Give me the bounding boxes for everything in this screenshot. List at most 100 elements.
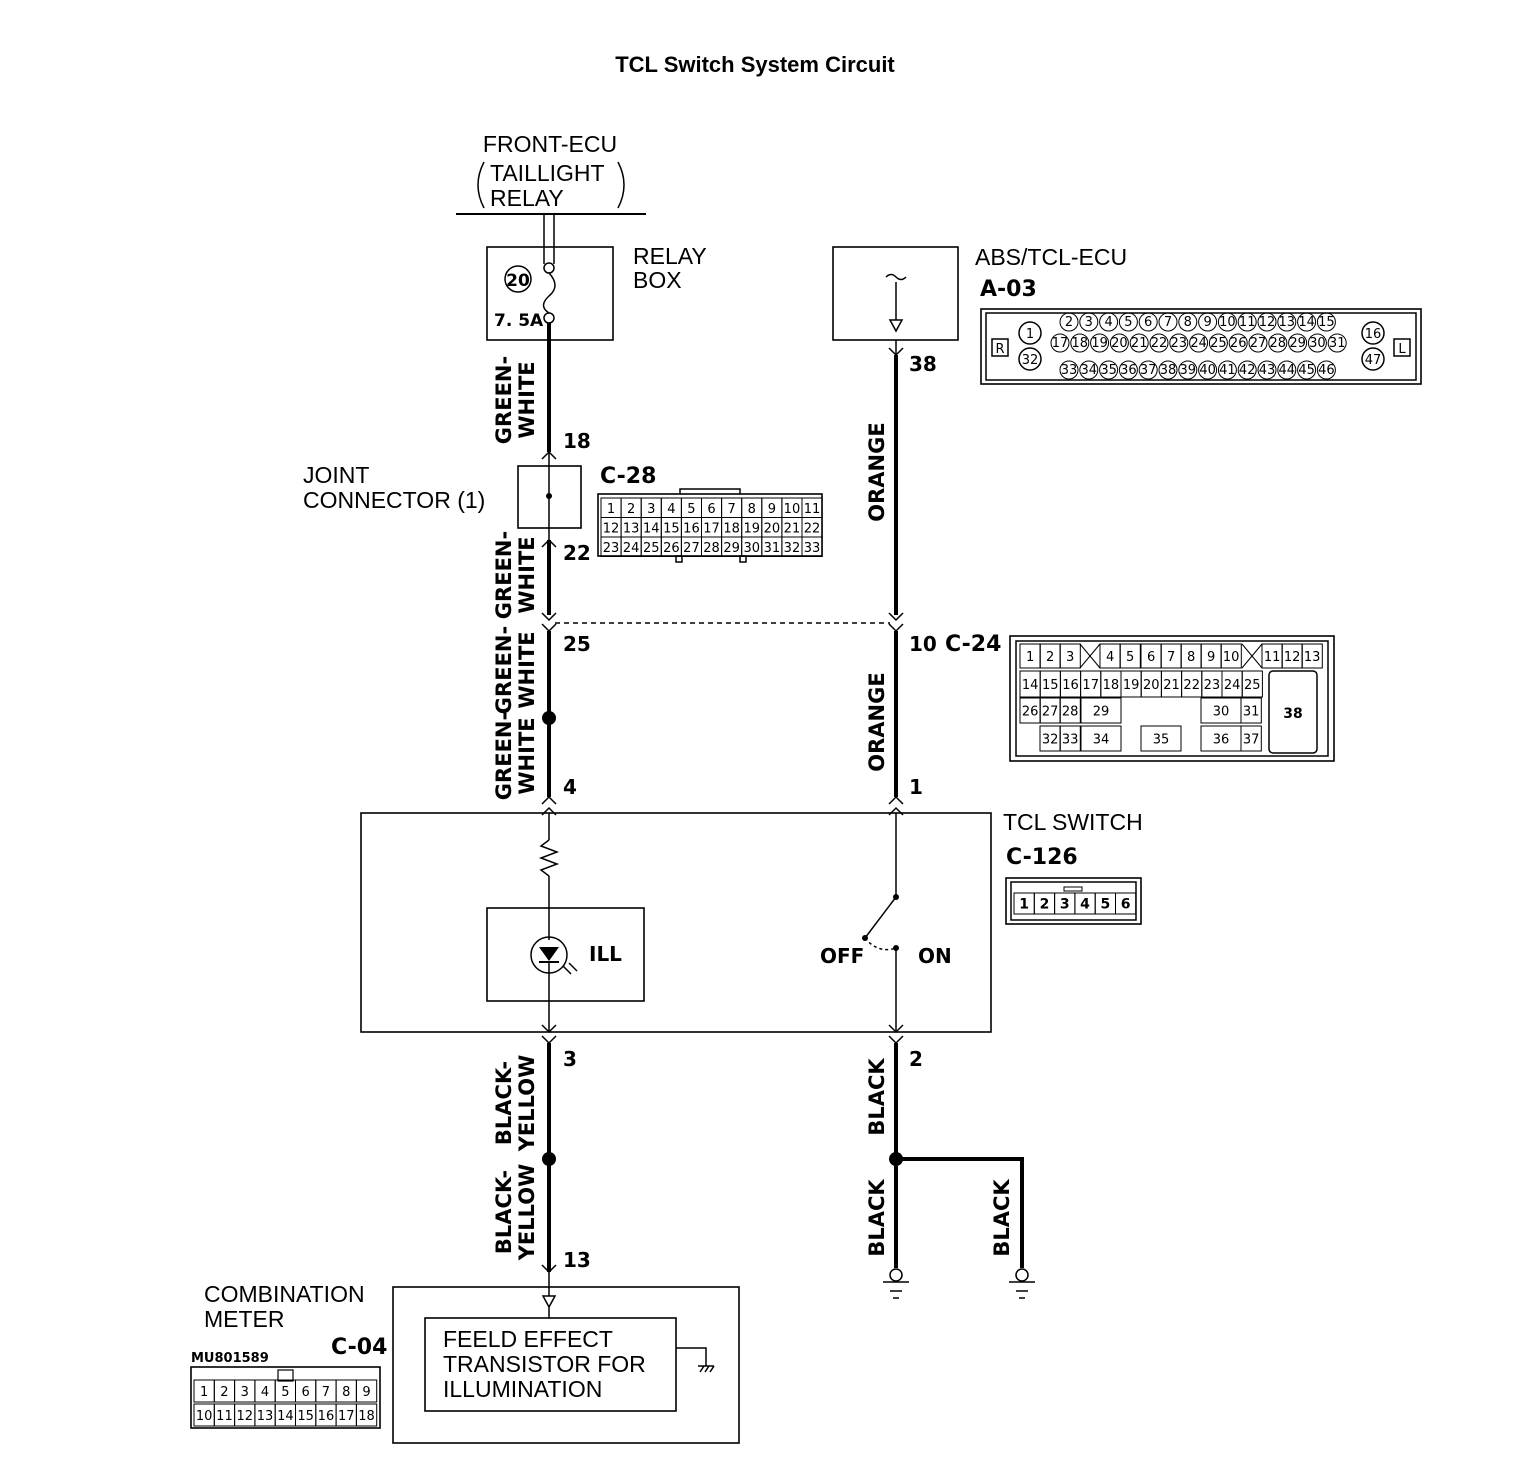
pin-circle (1118, 312, 1138, 332)
connector-cell (1240, 697, 1262, 724)
splice-node-1 (542, 711, 556, 725)
pin-label: 34 (1081, 363, 1098, 378)
pin-number-38: 38 (909, 352, 937, 376)
pin-circle (1198, 360, 1218, 380)
pin-label: 5 (1126, 650, 1134, 665)
c24-outer (1009, 635, 1335, 762)
pin-label: 6 (302, 1385, 310, 1400)
pin-label: 13 (257, 1409, 274, 1424)
pin-circle (1316, 360, 1336, 380)
fet-box (424, 1317, 677, 1412)
pin-label: 30 (743, 541, 760, 556)
svg-text:WHITE: WHITE (515, 717, 539, 794)
pin-label: 2 (1040, 897, 1050, 913)
pin-circle (1118, 360, 1138, 380)
left-circuit: JOINT CONNECTOR (1) (303, 323, 582, 816)
tcl-switch-label: TCL SWITCH (1003, 809, 1143, 835)
svg-text:WHITE: WHITE (515, 361, 539, 438)
wire-label-black-1: BLACK (865, 1058, 889, 1136)
pin-label: 46 (1318, 363, 1335, 378)
pin-label: 22 (1183, 678, 1200, 693)
pin-circle (1257, 360, 1277, 380)
pin-number-10: 10 (909, 632, 937, 656)
light-ray-2 (568, 962, 578, 972)
pin-circle (1090, 333, 1110, 353)
pin-circle (1237, 360, 1257, 380)
c28-key-top (679, 488, 741, 494)
ground-terminal-2 (1015, 1268, 1029, 1282)
connector-mark-c24-b (541, 623, 557, 633)
pin-label: 42 (1239, 363, 1256, 378)
svg-text:YELLOW: YELLOW (515, 1055, 539, 1153)
pin-label: 31 (764, 541, 781, 556)
pin-label: 22 (1151, 336, 1168, 351)
pin-circle (1050, 333, 1070, 353)
pin-label: 4 (1106, 650, 1114, 665)
pin-label: 31 (1329, 336, 1346, 351)
pin-circle (1248, 333, 1268, 353)
pin-number-25: 25 (563, 632, 591, 656)
pin-label: 27 (1250, 336, 1267, 351)
pin-label: 17 (1082, 678, 1099, 693)
pin-label: 37 (1140, 363, 1157, 378)
fet-label-1: FEELD EFFECT (443, 1326, 613, 1352)
pin-numbers: 18 22 25 4 3 13 38 10 C-24 1 2 (563, 352, 1001, 1272)
connector-cell (355, 1403, 378, 1427)
pin-label: 21 (1131, 336, 1148, 351)
pin-circle (1149, 333, 1169, 353)
pin-label: 18 (358, 1409, 375, 1424)
led-icon (539, 947, 559, 961)
pin-label: 3 (241, 1385, 249, 1400)
combination-meter-label-1: COMBINATION (204, 1281, 365, 1307)
pin-label: 34 (1093, 733, 1110, 748)
a03-inner (985, 312, 1417, 381)
wire-label-green-white-4: GREEN- WHITE (492, 712, 539, 800)
pin-label: 37 (1243, 733, 1260, 748)
taillight-label: TAILLIGHT (490, 160, 605, 186)
pin-circle (1217, 312, 1237, 332)
pin-label: 5 (281, 1385, 289, 1400)
pin-circle (1079, 360, 1099, 380)
lower-circuit (541, 1024, 1035, 1299)
pin-circle (1316, 312, 1336, 332)
pin-label: 29 (723, 541, 740, 556)
pin-number-4: 4 (563, 775, 577, 799)
pin-label: 43 (1259, 363, 1276, 378)
connector-a03-name: A-03 (980, 277, 1037, 302)
pin-label: 3 (1060, 897, 1070, 913)
pin-circle (1257, 312, 1277, 332)
pin-label: 21 (784, 521, 801, 536)
pin-number-1: 1 (909, 775, 923, 799)
pin-label: 14 (643, 521, 660, 536)
c24-inner (1015, 640, 1329, 757)
svg-text:BLACK-: BLACK- (492, 1170, 516, 1254)
pin-label: 1 (607, 502, 615, 517)
connector-cell (1059, 697, 1081, 724)
pin-label: 12 (1259, 315, 1276, 330)
blank-cavity-mark (1241, 643, 1263, 669)
pin-label: 10 (1219, 315, 1236, 330)
relay-box-label-1: RELAY (633, 243, 707, 269)
pin-label: 24 (623, 541, 640, 556)
pin-label: 7 (1164, 315, 1172, 330)
pin-label: 14 (1298, 315, 1315, 330)
pin-label: 19 (743, 521, 760, 536)
pin-label: 6 (1144, 315, 1152, 330)
pin-label: 15 (297, 1409, 314, 1424)
pin-label: 25 (1244, 678, 1261, 693)
pin-label: 45 (1298, 363, 1315, 378)
pin-label: 4 (261, 1385, 269, 1400)
fet-ground-line (676, 1347, 707, 1366)
pin-circle (1079, 312, 1099, 332)
on-label: ON (918, 944, 952, 968)
pin-label: 6 (707, 502, 715, 517)
pin-label: 10 (196, 1409, 213, 1424)
svg-text:GREEN-: GREEN- (492, 531, 516, 619)
pin-label: 18 (723, 521, 740, 536)
pin-label: 30 (1213, 705, 1230, 720)
c24-big-cavity (1268, 670, 1318, 754)
abs-tcl-ecu: ABS/TCL-ECU A-03 (832, 244, 1127, 341)
pin-label: 23 (603, 541, 620, 556)
joint-connector-label-2: CONNECTOR (1) (303, 487, 485, 513)
